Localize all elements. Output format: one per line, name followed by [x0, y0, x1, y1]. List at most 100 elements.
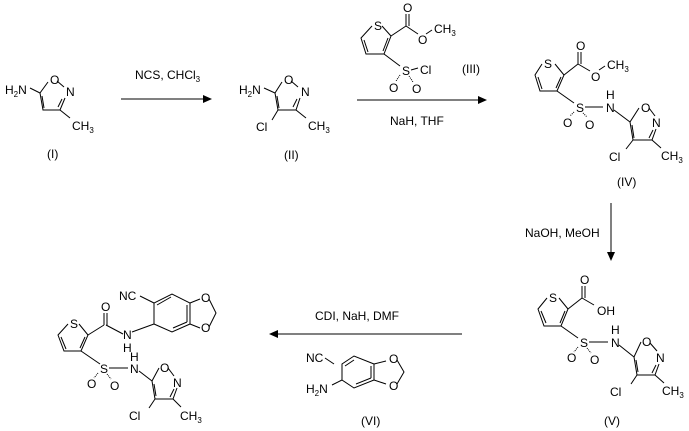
ring-n: N	[301, 85, 310, 99]
arrowhead	[203, 95, 212, 103]
double-bond	[555, 76, 562, 89]
product-compound: S O N H NC O O S H N O O O N	[57, 289, 217, 425]
bond	[630, 374, 638, 385]
ring-o: O	[160, 361, 169, 375]
double-bond	[635, 359, 639, 373]
bond	[395, 74, 401, 82]
double-bond	[172, 321, 188, 329]
ring-n: N	[656, 351, 665, 365]
carbonyl-o: O	[101, 300, 110, 314]
ring-n: N	[66, 85, 75, 99]
double-bond	[60, 336, 67, 350]
double-bond	[57, 98, 63, 108]
double-bond	[156, 296, 172, 306]
compound-label: (III)	[462, 62, 480, 76]
nh-h: H	[606, 88, 615, 102]
bond	[290, 80, 299, 88]
bond	[556, 90, 575, 104]
bond	[331, 379, 343, 386]
ring-o: O	[641, 101, 650, 115]
bond	[618, 344, 635, 358]
double-bond	[382, 37, 389, 52]
dioxole-o1: O	[389, 352, 398, 366]
sulfonyl-s: S	[576, 101, 584, 115]
bond	[324, 357, 335, 365]
ester-o: O	[591, 70, 600, 84]
bond	[56, 80, 65, 88]
methylene-bonds	[208, 298, 217, 328]
thiophene-bonds	[537, 297, 569, 327]
arrowhead	[607, 252, 615, 261]
amine-label: H2N	[239, 83, 261, 99]
double-bond	[276, 95, 280, 109]
arrow-step-2: NaH, THF	[357, 96, 487, 128]
arrowhead	[478, 96, 487, 104]
double-bond	[631, 124, 635, 139]
thiophene-bonds	[360, 25, 392, 55]
ring-o: O	[284, 73, 293, 87]
bond	[263, 87, 276, 94]
bond	[425, 29, 433, 35]
bond	[139, 295, 155, 304]
bond	[383, 53, 401, 67]
nh-h: H	[130, 350, 139, 364]
bond	[598, 65, 606, 71]
ring-o: O	[50, 73, 59, 87]
bond	[582, 112, 588, 118]
bond	[271, 109, 279, 121]
bond	[625, 139, 634, 150]
bond	[189, 323, 201, 329]
double-bond	[648, 129, 654, 139]
sulfonyl-s: S	[402, 64, 410, 78]
compound-label: (VI)	[361, 414, 380, 428]
ring-s: S	[70, 317, 78, 331]
bond	[569, 111, 575, 117]
bond	[29, 87, 41, 94]
ring-s: S	[374, 19, 382, 33]
ring-s: S	[549, 291, 557, 305]
bond	[373, 360, 387, 365]
bond	[172, 398, 182, 408]
bond	[390, 25, 407, 37]
chloro-label: Cl	[129, 409, 140, 423]
thiophene-bonds	[57, 323, 89, 352]
compound-I: H2N O N CH3 (I)	[5, 73, 94, 161]
amide-h: H	[123, 341, 132, 355]
methyl-label: CH3	[72, 119, 94, 135]
reagents-step-4: CDI, NaH, DMF	[315, 309, 399, 323]
bond	[167, 367, 175, 377]
chloro-label: Cl	[420, 63, 431, 77]
bond	[613, 109, 631, 123]
double-bond	[363, 39, 369, 53]
bond	[295, 109, 307, 119]
double-bond	[537, 76, 543, 90]
arrow-step-4: CDI, NaH, DMF	[269, 309, 462, 338]
carbonyl-o: O	[403, 1, 412, 15]
double-bond	[292, 98, 298, 108]
double-bond	[355, 377, 372, 385]
ring-o: O	[642, 335, 651, 349]
bond	[87, 324, 105, 336]
double-bond	[344, 359, 355, 367]
amine-label: H2N	[306, 382, 328, 398]
nh-n: N	[611, 336, 620, 350]
nitrile-label: NC	[119, 289, 137, 303]
nh-n: N	[606, 101, 615, 115]
compound-IV: S O O CH3 S H N O O O N Cl CH3 (IV)	[534, 39, 683, 189]
double-bond	[169, 388, 175, 398]
dioxole-o2: O	[201, 321, 210, 335]
nh-n: N	[130, 362, 139, 376]
arrow-step-1: NCS, CHCl3	[121, 68, 212, 103]
ester-o: O	[418, 33, 427, 47]
hydroxyl-label: OH	[597, 304, 615, 318]
compound-II: H2N O N Cl CH3 Cl (II)	[239, 73, 330, 162]
bond	[581, 297, 595, 306]
so-o1: O	[563, 116, 572, 130]
methylene-bonds	[396, 359, 405, 385]
so-o2: O	[585, 118, 594, 132]
so-o2: O	[412, 82, 421, 96]
compound-VI: NC H2N O O (VI)	[306, 351, 405, 428]
methyl-label: CH3	[661, 149, 683, 165]
bond	[649, 342, 658, 352]
